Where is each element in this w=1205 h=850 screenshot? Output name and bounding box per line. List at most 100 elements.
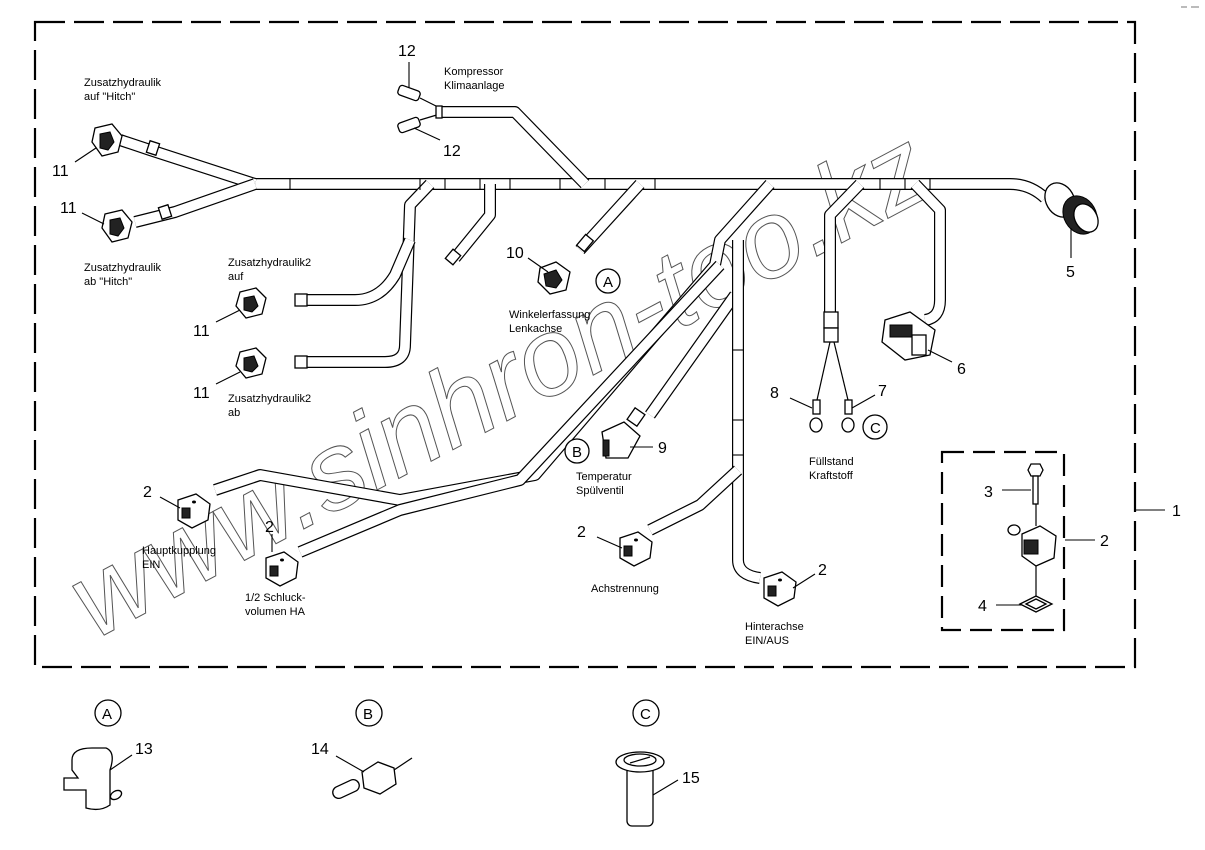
svg-text:Temperatur: Temperatur xyxy=(576,471,632,483)
detail-c-part-15 xyxy=(615,751,665,827)
connector-5-round xyxy=(1044,182,1099,235)
svg-text:10: 10 xyxy=(506,245,524,262)
svg-text:2: 2 xyxy=(1100,533,1109,550)
svg-text:7: 7 xyxy=(878,383,887,400)
svg-text:ab "Hitch": ab "Hitch" xyxy=(84,276,132,288)
svg-text:Lenkachse: Lenkachse xyxy=(509,323,562,335)
callout-number-1: 1 xyxy=(1172,503,1181,520)
callout-2-main-clutch: 2 xyxy=(143,484,181,509)
svg-text:3: 3 xyxy=(984,484,993,501)
label-temperatur-spuelventil: Temperatur Spülventil xyxy=(576,471,632,497)
svg-text:C: C xyxy=(870,420,881,437)
label-zusatzhydraulik2-ab: Zusatzhydraulik2 ab xyxy=(228,393,311,419)
svg-text:Füllstand: Füllstand xyxy=(809,456,854,468)
detail-a-part-13 xyxy=(63,747,113,811)
detail-b: B 14 xyxy=(311,699,413,800)
fuel-level-sender-wires xyxy=(809,311,855,433)
valve-connector xyxy=(1021,525,1057,567)
valve-connector-2-half-displacement xyxy=(265,551,299,587)
connector-6 xyxy=(881,311,936,361)
svg-text:A: A xyxy=(603,274,613,291)
svg-text:Zusatzhydraulik: Zusatzhydraulik xyxy=(84,77,162,89)
svg-text:auf: auf xyxy=(228,271,244,283)
svg-text:1/2 Schluck-: 1/2 Schluck- xyxy=(245,592,306,604)
connector-11-zh2-up xyxy=(235,287,308,319)
svg-text:B: B xyxy=(572,444,582,461)
bolt-head xyxy=(1027,463,1044,477)
label-fuellstand-kraftstoff: Füllstand Kraftstoff xyxy=(809,456,854,482)
label-achstrennung: Achstrennung xyxy=(591,583,659,595)
svg-text:Zusatzhydraulik: Zusatzhydraulik xyxy=(84,262,162,274)
svg-text:2: 2 xyxy=(265,519,274,536)
callout-8: 8 xyxy=(770,385,813,409)
connector-11-zh2-down xyxy=(235,347,308,379)
svg-text:9: 9 xyxy=(658,440,667,457)
valve-kit-frame xyxy=(940,450,1066,632)
svg-text:Klimaanlage: Klimaanlage xyxy=(444,80,505,92)
label-zusatzhydraulik2-auf: Zusatzhydraulik2 auf xyxy=(228,257,311,283)
svg-text:11: 11 xyxy=(60,200,77,217)
valve-connector-2-axle-separation xyxy=(619,531,653,567)
callout-2-axle-separation: 2 xyxy=(577,524,623,549)
callout-4: 4 xyxy=(978,598,1022,615)
svg-text:EIN/AUS: EIN/AUS xyxy=(745,635,789,647)
connector-12-upper xyxy=(397,84,441,109)
detail-c: C 15 xyxy=(615,699,700,827)
svg-text:2: 2 xyxy=(818,562,827,579)
svg-text:Kompressor: Kompressor xyxy=(444,66,504,78)
callout-11-d: 11 xyxy=(193,371,241,402)
connector-11-hitch-down xyxy=(101,203,173,243)
assembly-frame xyxy=(33,20,1137,669)
svg-text:11: 11 xyxy=(193,323,210,340)
svg-text:12: 12 xyxy=(398,43,416,60)
svg-text:C: C xyxy=(640,706,651,723)
svg-text:ab: ab xyxy=(228,407,240,419)
label-kompressor-klimaanlage: Kompressor Klimaanlage xyxy=(444,66,505,92)
svg-text:6: 6 xyxy=(957,361,966,378)
harness-trunk xyxy=(118,106,1050,584)
callout-12-top: 12 xyxy=(398,43,416,88)
svg-text:Kraftstoff: Kraftstoff xyxy=(809,470,854,482)
valve-connector-2-main-clutch xyxy=(177,493,211,529)
connector-12-junction xyxy=(435,105,443,119)
callout-11-c: 11 xyxy=(193,309,241,340)
svg-text:Zusatzhydraulik2: Zusatzhydraulik2 xyxy=(228,393,311,405)
svg-text:Hauptkupplung: Hauptkupplung xyxy=(142,545,216,557)
svg-text:Zusatzhydraulik2: Zusatzhydraulik2 xyxy=(228,257,311,269)
svg-text:14: 14 xyxy=(311,741,329,758)
detail-ref-c: C xyxy=(862,414,888,440)
svg-text:2: 2 xyxy=(143,484,152,501)
svg-text:auf "Hitch": auf "Hitch" xyxy=(84,91,135,103)
label-hauptkupplung-ein: Hauptkupplung EIN xyxy=(142,545,216,571)
callout-9: 9 xyxy=(630,440,667,457)
label-winkelerfassung-lenkachse: Winkelerfassung Lenkachse xyxy=(509,309,590,335)
svg-text:15: 15 xyxy=(682,770,700,787)
callout-2-half-displacement: 2 xyxy=(265,519,274,552)
svg-text:11: 11 xyxy=(193,385,210,402)
callout-10: 10 xyxy=(506,245,549,273)
svg-text:8: 8 xyxy=(770,385,779,402)
svg-text:B: B xyxy=(363,706,373,723)
label-schluckvolumen-ha: 1/2 Schluck- volumen HA xyxy=(245,592,306,618)
callout-7: 7 xyxy=(851,383,887,409)
svg-text:Spülventil: Spülventil xyxy=(576,485,624,497)
svg-text:Achstrennung: Achstrennung xyxy=(591,583,659,595)
svg-text:A: A xyxy=(102,706,112,723)
valve-kit xyxy=(1007,463,1057,613)
detail-ref-a: A xyxy=(595,268,621,294)
callout-5: 5 xyxy=(1066,228,1075,281)
label-hinterachse-ein-aus: Hinterachse EIN/AUS xyxy=(745,621,804,647)
callout-11-a: 11 xyxy=(52,147,97,180)
svg-text:11: 11 xyxy=(52,163,69,180)
callout-6: 6 xyxy=(927,349,966,378)
svg-text:2: 2 xyxy=(577,524,586,541)
svg-text:12: 12 xyxy=(443,143,461,160)
callout-12-bottom: 12 xyxy=(413,127,461,160)
stub-connector xyxy=(444,248,462,266)
label-zusatzhydraulik-auf-hitch: Zusatzhydraulik auf "Hitch" xyxy=(84,77,162,103)
callout-3: 3 xyxy=(984,484,1031,501)
svg-text:volumen HA: volumen HA xyxy=(245,606,306,618)
detail-ref-b: B xyxy=(564,438,590,464)
svg-text:Hinterachse: Hinterachse xyxy=(745,621,804,633)
svg-text:4: 4 xyxy=(978,598,987,615)
